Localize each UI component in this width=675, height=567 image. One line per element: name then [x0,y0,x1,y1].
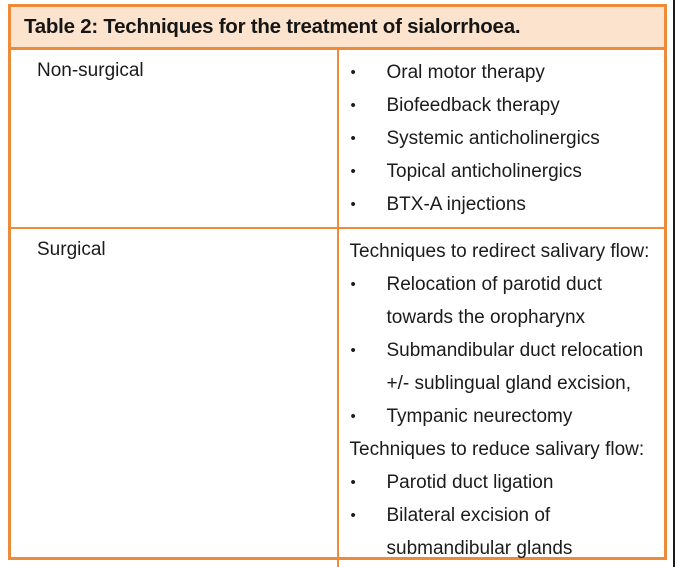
table-caption-cell: Table 2: Techniques for the treatment of… [11,7,664,50]
list-item: Oral motor therapy [350,56,657,89]
list-item: BTX-A injections [350,188,657,221]
bullet-list-reduce-techniques: Parotid duct ligation Bilateral excision… [350,466,657,565]
subheading-redirect-salivary-flow: Techniques to redirect salivary flow: [349,240,650,262]
treatment-techniques-table: Table 2: Techniques for the treatment of… [11,7,664,567]
list-item: Biofeedback therapy [350,89,657,122]
bullet-list-non-surgical: Oral motor therapy Biofeedback therapy S… [350,56,657,221]
list-item: Tympanic neurectomy [350,400,657,433]
list-item: Topical anticholinergics [350,155,657,188]
list-item: Relocation of parotid duct towards the o… [350,268,657,334]
scan-edge-artifact [673,0,675,567]
row-content-cell-surgical: Techniques to redirect salivary flow: Re… [337,226,664,567]
table-row: Non-surgical Oral motor therapy Biofeedb… [11,48,664,228]
row-label-cell-surgical: Surgical [11,226,339,567]
subheading-reduce-salivary-flow: Techniques to reduce salivary flow: [349,438,645,460]
list-item: Parotid duct ligation [350,466,657,499]
row-label-cell-non-surgical: Non-surgical [11,48,339,228]
table-container: Table 2: Techniques for the treatment of… [8,4,667,567]
table-caption-text: Table 2: Techniques for the treatment of… [24,14,521,38]
table-row: Surgical Techniques to redirect salivary… [11,226,664,567]
row-label-non-surgical: Non-surgical [37,59,144,81]
list-item: Submandibular duct relocation +/- sublin… [350,334,657,400]
bullet-list-redirect-techniques: Relocation of parotid duct towards the o… [350,268,657,433]
table-caption-row: Table 2: Techniques for the treatment of… [11,7,664,50]
row-content-cell-non-surgical: Oral motor therapy Biofeedback therapy S… [338,48,665,228]
row-label-surgical: Surgical [37,238,106,260]
list-item: Systemic anticholinergics [350,122,657,155]
list-item: Bilateral excision of submandibular glan… [350,499,657,565]
